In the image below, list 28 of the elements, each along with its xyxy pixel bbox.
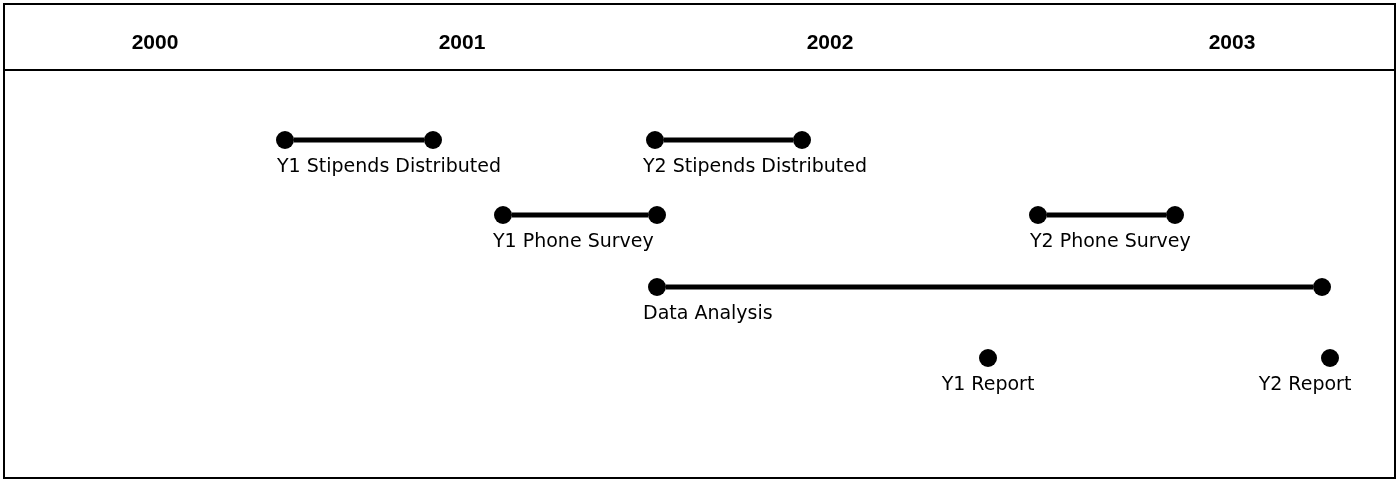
milestone-dot: [648, 278, 666, 296]
milestone-dot: [276, 131, 294, 149]
milestone-dot: [646, 131, 664, 149]
task-label: Y2 Report: [1258, 372, 1352, 394]
duration-bar: [294, 137, 424, 143]
milestone-dot: [1029, 206, 1047, 224]
task-label: Y1 Phone Survey: [493, 229, 654, 251]
duration-bar: [666, 284, 1313, 290]
milestone-dot: [1166, 206, 1184, 224]
milestone-dot: [1321, 349, 1339, 367]
task-label: Data Analysis: [643, 301, 773, 323]
year-label: 2003: [1208, 30, 1256, 54]
milestone-dot: [648, 206, 666, 224]
duration-bar: [1047, 212, 1166, 218]
milestone-dot: [979, 349, 997, 367]
task-label: Y1 Stipends Distributed: [277, 154, 501, 176]
year-label: 2002: [806, 30, 854, 54]
year-label: 2000: [131, 30, 179, 54]
task-label: Y1 Report: [941, 372, 1035, 394]
milestone-dot: [1313, 278, 1331, 296]
milestone-dot: [793, 131, 811, 149]
duration-bar: [664, 137, 793, 143]
task-label: Y2 Stipends Distributed: [643, 154, 867, 176]
duration-bar: [512, 212, 648, 218]
task-label: Y2 Phone Survey: [1030, 229, 1191, 251]
milestone-dot: [494, 206, 512, 224]
year-label: 2001: [438, 30, 486, 54]
milestone-dot: [424, 131, 442, 149]
